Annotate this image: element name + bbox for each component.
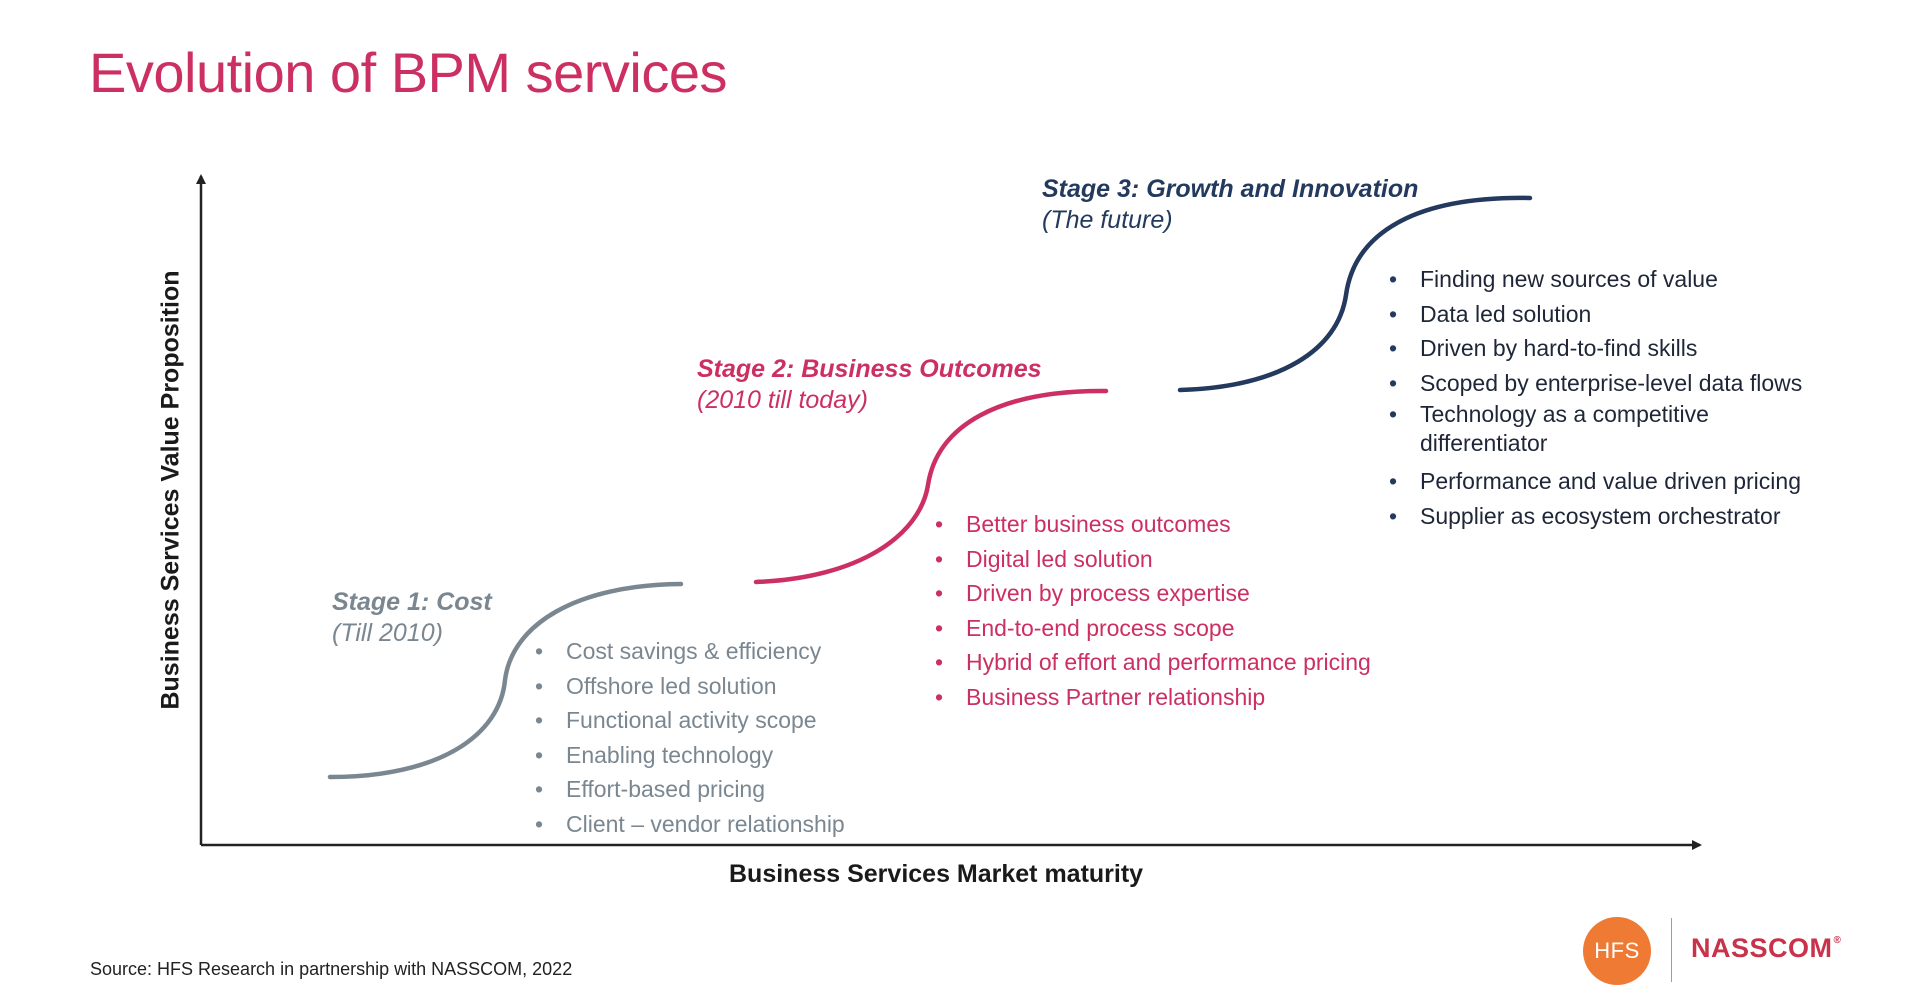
stage-2-point: Hybrid of effort and performance pricing: [932, 645, 1371, 680]
stage-2-points: Better business outcomes Digital led sol…: [932, 507, 1371, 715]
hfs-logo: HFS: [1583, 917, 1651, 985]
stage-3-title: Stage 3: Growth and Innovation: [1042, 175, 1419, 203]
x-axis-label: Business Services Market maturity: [729, 860, 1144, 888]
stage-3-point: Scoped by enterprise-level data flows: [1386, 366, 1806, 401]
stage-2-subtitle: (2010 till today): [697, 386, 868, 414]
stage-3-point: Supplier as ecosystem orchestrator: [1386, 499, 1806, 534]
stage-3-curve: [1177, 195, 1533, 393]
stage-1-curve: [327, 581, 684, 780]
stage-2-point: Digital led solution: [932, 542, 1371, 577]
registered-mark: ®: [1833, 935, 1842, 946]
stage-3-point: Technology as a competitive differentiat…: [1386, 400, 1806, 464]
stage-1-point: Enabling technology: [532, 738, 845, 773]
logo-divider: [1671, 918, 1672, 982]
stage-3-point: Finding new sources of value: [1386, 262, 1806, 297]
stage-1-points: Cost savings & efficiency Offshore led s…: [532, 634, 845, 842]
y-axis-label: Business Services Value Proposition: [156, 270, 185, 710]
stage-1-point: Effort-based pricing: [532, 772, 845, 807]
stage-2-title: Stage 2: Business Outcomes: [697, 355, 1042, 383]
stage-2-point: Business Partner relationship: [932, 680, 1371, 715]
stage-2-point: Better business outcomes: [932, 507, 1371, 542]
nasscom-logo: NASSCOM®: [1691, 933, 1841, 964]
stage-3-points: Finding new sources of value Data led so…: [1386, 262, 1806, 534]
hfs-logo-text: HFS: [1594, 938, 1640, 963]
stage-3-point: Driven by hard-to-find skills: [1386, 331, 1806, 366]
stage-1-point: Functional activity scope: [532, 703, 845, 738]
stage-3-subtitle: (The future): [1042, 206, 1173, 234]
stage-1-point: Offshore led solution: [532, 669, 845, 704]
stage-1-point: Client – vendor relationship: [532, 807, 845, 842]
stage-1-subtitle: (Till 2010): [332, 619, 443, 647]
source-note: Source: HFS Research in partnership with…: [90, 959, 573, 979]
stage-2-curve: [753, 388, 1109, 585]
stage-3-point: Data led solution: [1386, 297, 1806, 332]
stage-2-point: End-to-end process scope: [932, 611, 1371, 646]
stage-3-point: Performance and value driven pricing: [1386, 464, 1806, 499]
page-title: Evolution of BPM services: [89, 41, 727, 104]
nasscom-logo-text: NASSCOM: [1691, 933, 1833, 963]
stage-2-point: Driven by process expertise: [932, 576, 1371, 611]
stage-1-point: Cost savings & efficiency: [532, 634, 845, 669]
stage-1-title: Stage 1: Cost: [332, 588, 492, 616]
